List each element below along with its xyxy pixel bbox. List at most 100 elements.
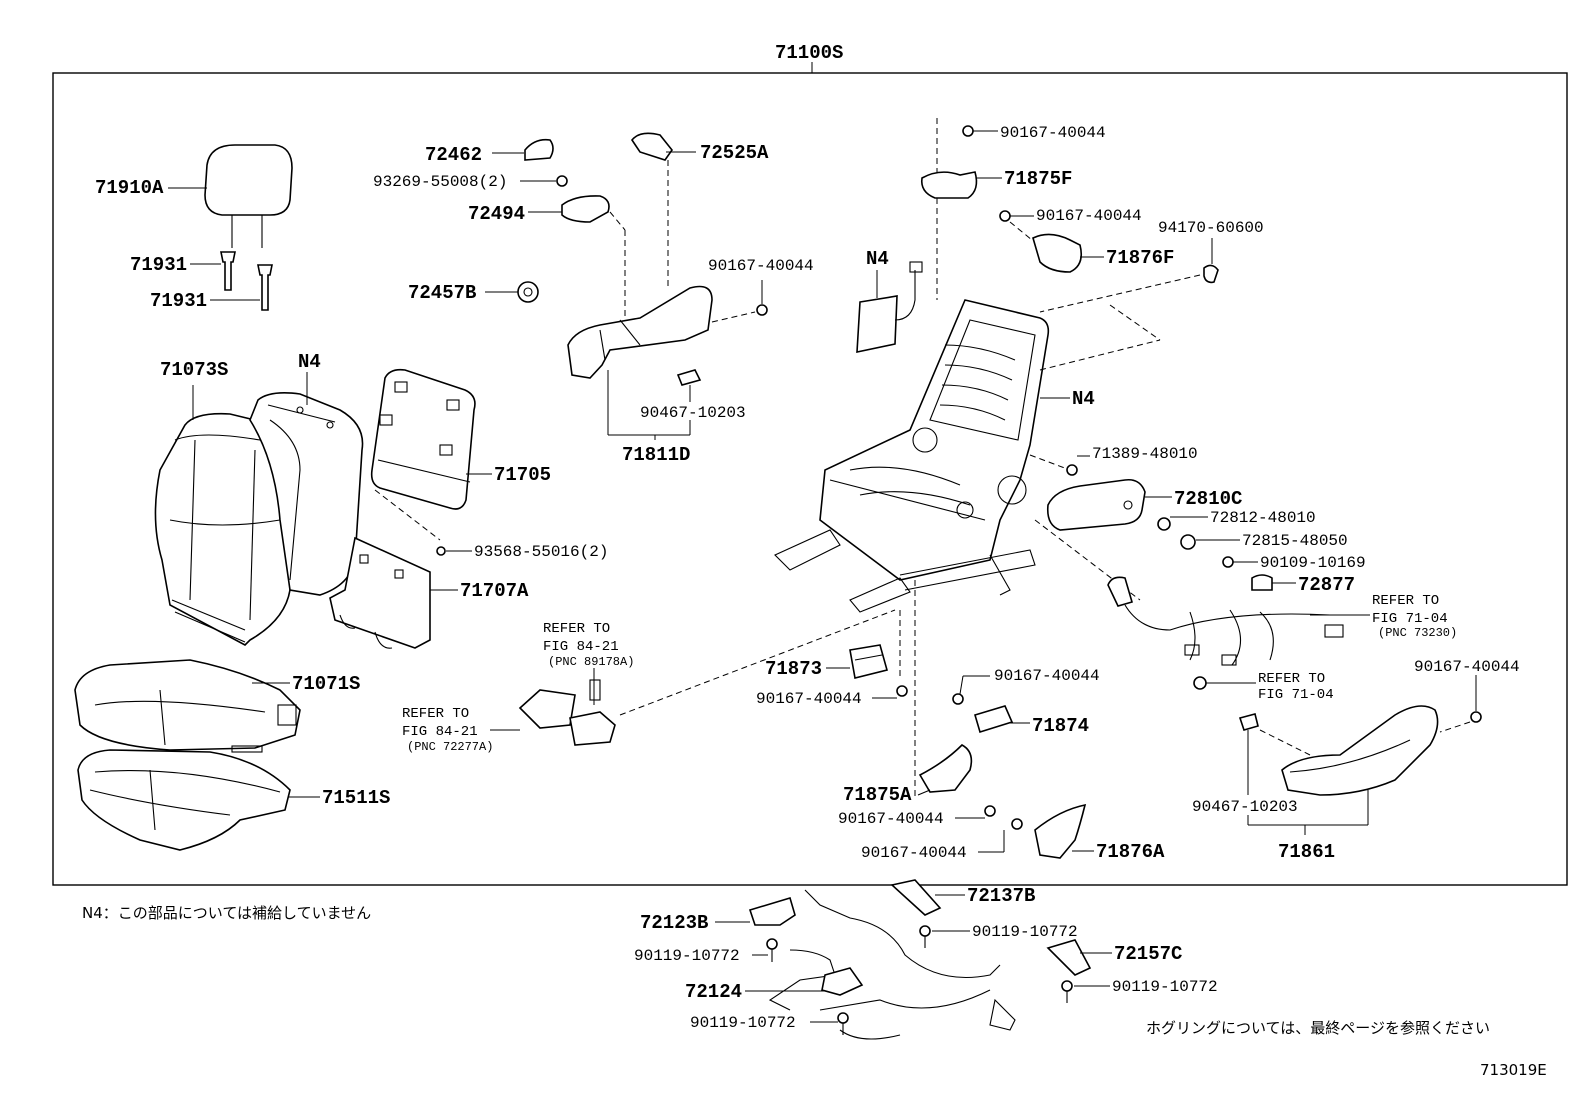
label-90467-10203-a: 90467-10203 xyxy=(640,404,746,422)
label-72457B: 72457B xyxy=(408,282,476,304)
label-90167-40044-f: 90167-40044 xyxy=(838,810,944,828)
screw-93269-drawing xyxy=(556,175,568,187)
label-90167-40044-e: 90167-40044 xyxy=(994,667,1100,685)
label-90109-10169: 90109-10169 xyxy=(1260,554,1366,572)
screw-90167-g-drawing xyxy=(1011,818,1023,830)
label-90167-40044-g: 90167-40044 xyxy=(861,844,967,862)
screw-90167-b-drawing xyxy=(962,125,974,137)
label-71873: 71873 xyxy=(765,658,822,680)
label-72137B: 72137B xyxy=(967,885,1035,907)
label-72124: 72124 xyxy=(685,981,742,1003)
label-72877: 72877 xyxy=(1298,574,1355,596)
refer-2-line2: FIG 84-21 xyxy=(402,724,478,740)
clip-90467-a-drawing xyxy=(676,369,702,386)
refer-1-line1: REFER TO xyxy=(543,621,610,637)
knob-72462-drawing xyxy=(524,138,554,161)
label-71875A: 71875A xyxy=(843,784,912,806)
trim-72124-drawing xyxy=(821,967,864,996)
label-N4-a: N4 xyxy=(298,351,321,373)
label-90167-40044-b: 90167-40044 xyxy=(1000,124,1106,142)
washer-72812-drawing xyxy=(1157,517,1171,531)
label-71931-b: 71931 xyxy=(150,290,207,312)
seatback-bracket-drawing xyxy=(329,536,431,649)
bracket-71873-drawing xyxy=(849,644,888,679)
nut-71389-drawing xyxy=(1066,464,1078,476)
label-71876F: 71876F xyxy=(1106,247,1174,269)
assembly-frame xyxy=(52,72,1568,886)
label-71811D: 71811D xyxy=(622,444,690,466)
screw-90167-a-drawing xyxy=(756,304,768,316)
label-72525A: 72525A xyxy=(700,142,769,164)
hinge-cover-71875F-drawing xyxy=(920,171,978,199)
clip-90467-b-drawing xyxy=(1238,713,1259,731)
label-72494: 72494 xyxy=(468,203,525,225)
refer-1-line3: (PNC 89178A) xyxy=(548,655,634,669)
label-71389-48010: 71389-48010 xyxy=(1092,445,1198,463)
side-airbag-drawing xyxy=(856,261,923,353)
screw-90167-e-drawing xyxy=(952,693,964,705)
bracket-71874-drawing xyxy=(974,705,1014,734)
label-90467-10203-b: 90467-10203 xyxy=(1192,798,1298,816)
assembly-label: 71100S xyxy=(775,42,843,64)
refer-4-line1: REFER TO xyxy=(1258,671,1325,687)
connector-switch-drawing xyxy=(518,679,616,746)
side-cover-71861-drawing xyxy=(1281,705,1439,796)
hinge-cover-71875A-drawing xyxy=(918,744,973,793)
label-72462: 72462 xyxy=(425,144,482,166)
screw-90119-d-drawing xyxy=(837,1012,849,1035)
seat-cushion-cover-drawing xyxy=(74,659,301,753)
refer-1-line2: FIG 84-21 xyxy=(543,639,619,655)
hog-ring-94170-drawing xyxy=(1203,264,1219,284)
label-71874: 71874 xyxy=(1032,715,1089,737)
label-71875F: 71875F xyxy=(1004,168,1072,190)
trim-72137B-drawing xyxy=(890,879,942,916)
label-93568-55016: 93568-55016(2) xyxy=(474,543,608,561)
screw-90167-h-drawing xyxy=(1470,711,1482,723)
label-72810C: 72810C xyxy=(1174,488,1242,510)
knob-72457B-drawing xyxy=(517,281,539,303)
label-71876A: 71876A xyxy=(1096,841,1165,863)
side-shield-drawing xyxy=(567,285,713,379)
label-71705: 71705 xyxy=(494,464,551,486)
armrest-72810C-drawing xyxy=(1046,478,1146,531)
label-71861: 71861 xyxy=(1278,841,1335,863)
label-N4-b: N4 xyxy=(866,248,889,270)
label-71071S: 71071S xyxy=(292,673,360,695)
label-72123B: 72123B xyxy=(640,912,708,934)
hinge-cover-71876F-drawing xyxy=(1032,233,1083,273)
label-90167-40044-d: 90167-40044 xyxy=(756,690,862,708)
screw-90119-c-drawing xyxy=(1061,980,1073,1003)
refer-3-line2: FIG 71-04 xyxy=(1372,611,1448,627)
hinge-cover-71876A-drawing xyxy=(1034,803,1087,859)
label-71931-a: 71931 xyxy=(130,254,187,276)
refer-2-line3: (PNC 72277A) xyxy=(407,740,493,754)
label-71707A: 71707A xyxy=(460,580,529,602)
screw-90167-d-drawing xyxy=(896,685,908,697)
label-90119-10772-c: 90119-10772 xyxy=(1112,978,1218,996)
rail-outline-drawing xyxy=(768,889,1016,1040)
figure-id: 713019E xyxy=(1480,1061,1547,1079)
refer-4-line2: FIG 71-04 xyxy=(1258,687,1334,703)
label-90119-10772-b: 90119-10772 xyxy=(972,923,1078,941)
seatback-board-drawing xyxy=(370,368,476,510)
label-90119-10772-a: 90119-10772 xyxy=(634,947,740,965)
cap-72877-drawing xyxy=(1251,574,1273,591)
label-72157C: 72157C xyxy=(1114,943,1182,965)
seat-belt-buckle-drawing xyxy=(1107,576,1344,666)
refer-3-line1: REFER TO xyxy=(1372,593,1439,609)
headrest-drawing xyxy=(204,144,293,248)
knob-72494-drawing xyxy=(561,195,610,223)
bolt-90109-drawing xyxy=(1222,556,1234,568)
screw-90119-a-drawing xyxy=(766,938,778,962)
label-90119-10772-d: 90119-10772 xyxy=(690,1014,796,1032)
seatback-cover-drawing xyxy=(154,412,299,646)
hog-ring-note: ホグリングについては、最終ページを参照ください xyxy=(1146,1019,1490,1037)
n4-note: N4：この部品については補給していません xyxy=(82,904,371,922)
screw-90167-f-drawing xyxy=(984,805,996,817)
label-71511S: 71511S xyxy=(322,787,390,809)
label-90167-40044-a: 90167-40044 xyxy=(708,257,814,275)
label-72812-48010: 72812-48010 xyxy=(1210,509,1316,527)
screw-93568-drawing xyxy=(436,546,446,556)
label-N4-c: N4 xyxy=(1072,388,1095,410)
screw-90167-c-drawing xyxy=(999,210,1011,222)
